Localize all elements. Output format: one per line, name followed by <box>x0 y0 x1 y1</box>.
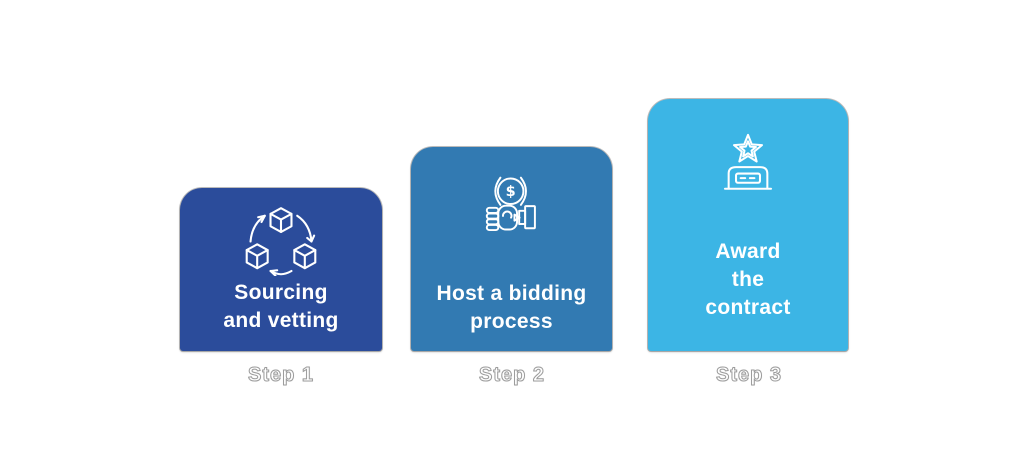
trophy-star-icon <box>713 133 783 192</box>
step-1-label: Step 1 <box>247 364 315 387</box>
step-1-title: Sourcing and vetting <box>223 281 339 333</box>
step-3-card: Award the contract <box>648 99 848 351</box>
dollar-sign: $ <box>506 184 516 200</box>
step-3-title: Award the contract <box>705 240 791 320</box>
step-3-label: Step 3 <box>715 364 783 387</box>
step-1-card: Sourcing and vetting <box>180 188 382 351</box>
step-2-label: Step 2 <box>478 364 546 387</box>
step-2-card: $ Host a bidding process <box>411 147 612 351</box>
bid-hand-gavel-dollar-icon: $ <box>480 175 543 233</box>
step-2-title: Host a bidding process <box>436 282 587 334</box>
cubes-cycle-icon <box>241 207 321 277</box>
